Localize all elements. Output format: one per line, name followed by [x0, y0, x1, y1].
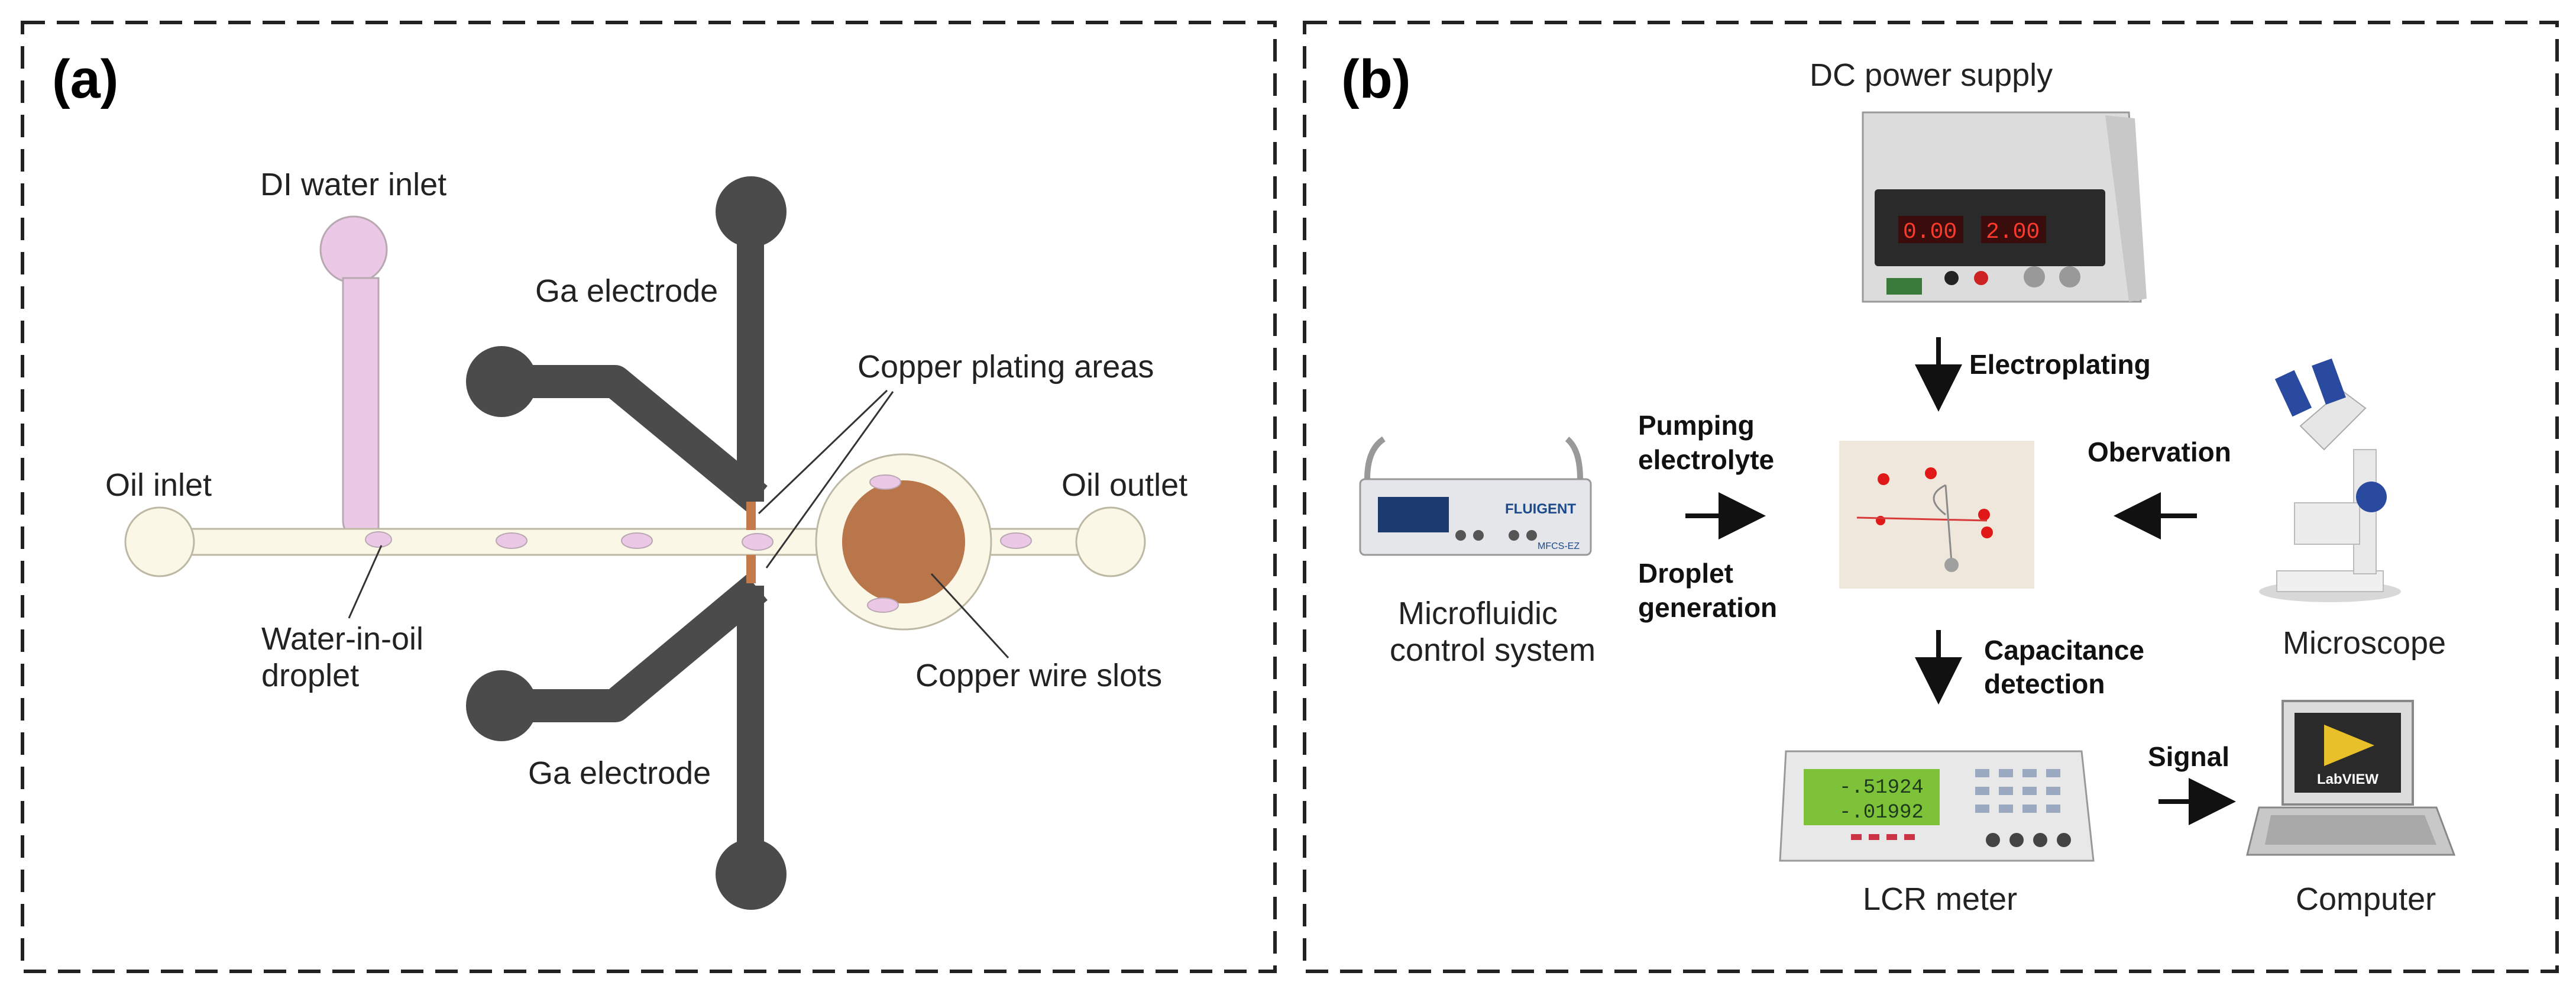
ga-electrode-top	[466, 176, 787, 512]
label-electroplating: Electroplating	[1969, 349, 2151, 380]
panel-a-border	[21, 21, 1277, 973]
droplet	[365, 531, 392, 548]
dc-power-supply-image: 0.00 2.00	[1862, 111, 2147, 303]
label-observation: Obervation	[2088, 437, 2231, 467]
copper-plating-area-top	[746, 502, 756, 530]
panel-b-border	[1303, 21, 2559, 973]
label-dc-power-supply: DC power supply	[1810, 57, 2053, 93]
label-ga-electrode-bottom: Ga electrode	[528, 755, 711, 791]
computer-image: LabVIEW	[2246, 700, 2456, 856]
label-pumping-1: Pumping	[1638, 410, 1755, 441]
lcr-meter-image: -.51924 -.01992	[1779, 750, 2095, 862]
panel-b-tag: (b)	[1341, 49, 1410, 109]
lcr-reading-2: -.01992	[1839, 802, 1924, 824]
panel-a: (a)	[21, 21, 1277, 973]
panel-b: (b) DC power supply 0.00 2.00 Electropla…	[1303, 21, 2559, 973]
copper-wire-slots-chamber	[815, 453, 992, 631]
label-droplet-gen-1: Droplet	[1638, 558, 1733, 589]
droplet	[621, 532, 653, 549]
label-pumping-2: electrolyte	[1638, 444, 1774, 475]
label-oil-outlet: Oil outlet	[1062, 467, 1187, 503]
label-signal: Signal	[2148, 741, 2229, 772]
microfluidic-controller-image: FLUIGENT MFCS-EZ	[1359, 436, 1592, 556]
label-copper-wire-slots: Copper wire slots	[915, 658, 1162, 693]
label-copper-plating-areas: Copper plating areas	[857, 349, 1154, 385]
ga-electrode-bottom	[466, 574, 787, 910]
panel-a-tag: (a)	[52, 49, 118, 109]
fluigent-brand: FLUIGENT	[1505, 501, 1576, 517]
label-capacitance-1: Capacitance	[1984, 635, 2144, 666]
label-lcr-meter: LCR meter	[1863, 881, 2017, 917]
power-display-left: 0.00	[1903, 219, 1957, 245]
label-ga-electrode-top: Ga electrode	[535, 273, 718, 309]
labview-logo: LabVIEW	[2317, 771, 2378, 787]
label-microscope: Microscope	[2283, 625, 2446, 661]
label-microfluidic-1: Microfluidic	[1398, 596, 1558, 631]
droplet	[496, 532, 528, 549]
power-display-right: 2.00	[1986, 219, 2040, 245]
label-oil-inlet: Oil inlet	[105, 467, 212, 503]
label-droplet-gen-2: generation	[1638, 592, 1777, 623]
label-di-water-inlet: DI water inlet	[260, 167, 446, 202]
fluigent-model: MFCS-EZ	[1538, 541, 1580, 551]
label-microfluidic-2: control system	[1390, 632, 1596, 668]
microfluidic-chip-image	[1839, 441, 2034, 589]
label-water-in-oil-1: Water-in-oil	[261, 621, 423, 657]
copper-plating-area-bottom	[746, 555, 756, 583]
leader-lines	[348, 389, 1009, 659]
di-water-inlet	[319, 215, 388, 542]
label-computer: Computer	[2296, 881, 2436, 917]
droplets	[365, 531, 1032, 551]
label-water-in-oil-2: droplet	[261, 658, 359, 693]
droplet	[1000, 532, 1032, 549]
lcr-reading-1: -.51924	[1839, 777, 1924, 799]
droplet	[742, 533, 774, 551]
label-capacitance-2: detection	[1984, 668, 2105, 699]
microscope-image	[2259, 358, 2401, 602]
